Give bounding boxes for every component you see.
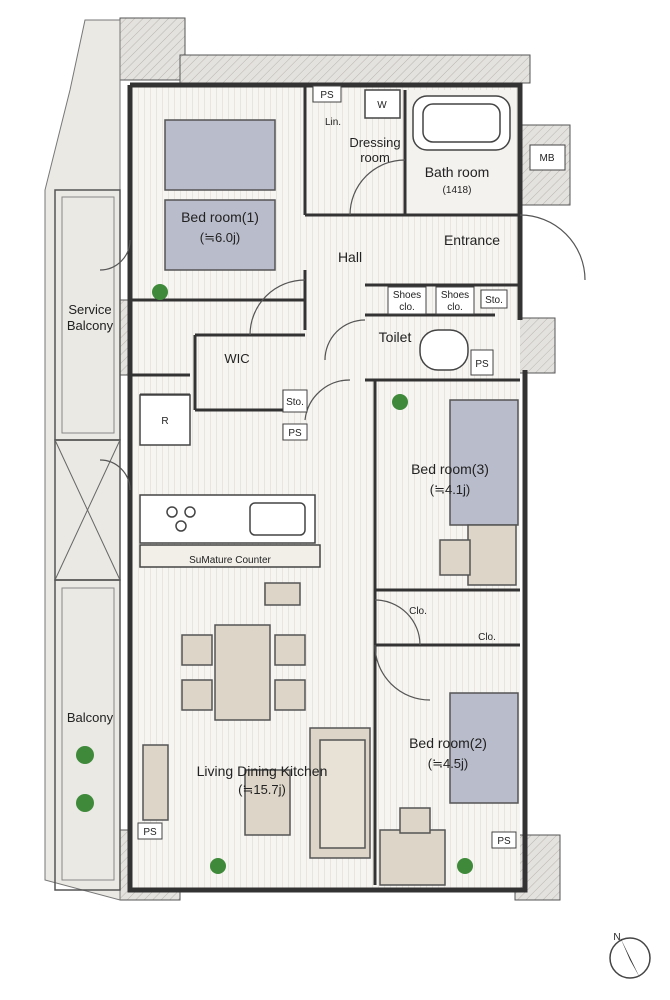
stove-burner (166, 506, 178, 518)
dining-table (214, 624, 271, 721)
entrance-label: Entrance (444, 232, 500, 248)
shoes-clo-1-line1: Shoes (393, 290, 421, 301)
bed (449, 399, 519, 526)
compass (609, 937, 651, 979)
service-balcony-line1: Service (68, 302, 111, 317)
bedroom2-name: Bed room(2) (409, 735, 487, 751)
ps-label: PS (320, 90, 334, 101)
coffee-table (244, 769, 291, 836)
bedroom3-name: Bed room(3) (411, 461, 489, 477)
desk (467, 524, 517, 586)
linen-label: Lin. (325, 117, 341, 128)
washer-label: W (377, 100, 387, 111)
dining-chair (181, 679, 213, 711)
plant-icon (76, 794, 94, 812)
toilet-bowl (419, 329, 469, 371)
wic-label: WIC (224, 351, 249, 366)
plant-icon (210, 858, 226, 874)
bedroom1-size: (≒6.0j) (200, 230, 241, 245)
plant-icon (152, 284, 168, 300)
balcony-label: Balcony (67, 710, 114, 725)
closet-label-2: Clo. (478, 632, 496, 643)
sink (249, 502, 306, 536)
fridge (139, 394, 191, 446)
desk-chair (399, 807, 431, 834)
dressing-line1: Dressing (349, 135, 400, 150)
fridge-label: R (161, 416, 168, 427)
compass-north-label: N (613, 932, 620, 943)
toilet-label: Toilet (379, 329, 412, 345)
plant-icon (457, 858, 473, 874)
bathroom-name: Bath room (425, 164, 490, 180)
door-swings (99, 159, 586, 701)
bed (449, 692, 519, 804)
bed (164, 199, 276, 271)
shoes-clo-1-line2: clo. (399, 302, 415, 313)
plant-icon (392, 394, 408, 410)
dining-chair (181, 634, 213, 666)
tv-unit (142, 744, 169, 821)
bathroom-size: (1418) (443, 185, 472, 196)
stove-burner (175, 520, 187, 532)
dining-chair (274, 679, 306, 711)
storage-label-entrance: Sto. (485, 295, 503, 306)
desk-chair (439, 539, 471, 576)
ps-label-hall: PS (288, 428, 302, 439)
fixture-labels: PS W Lin. MB Shoes clo. Shoes clo. Sto. … (137, 85, 621, 943)
dining-chair (274, 634, 306, 666)
bathroom-fixtures (139, 89, 511, 568)
stool (264, 582, 301, 606)
bedroom1-name: Bed room(1) (181, 209, 259, 225)
room-labels: Bed room(1) (≒6.0j) Bed room(3) (≒4.1j) … (67, 135, 500, 797)
dressing-line2: room (360, 150, 390, 165)
counter-shelf (139, 544, 321, 568)
washer (364, 89, 401, 119)
bedroom2-size: (≒4.5j) (428, 756, 469, 771)
closet-label-1: Clo. (409, 606, 427, 617)
interior-walls (130, 85, 520, 885)
hall-label: Hall (338, 249, 362, 265)
bed (164, 119, 276, 191)
service-balcony-line2: Balcony (67, 318, 114, 333)
shoes-clo-2-line2: clo. (447, 302, 463, 313)
ldk-name: Living Dining Kitchen (197, 763, 328, 779)
ps-label-toilet: PS (475, 359, 489, 370)
plants (76, 284, 473, 874)
ps-label-ldk: PS (143, 827, 157, 838)
bedroom3-size: (≒4.1j) (430, 482, 471, 497)
ldk-size: (≒15.7j) (238, 782, 286, 797)
storage-label-hall: Sto. (286, 397, 304, 408)
furniture (142, 119, 519, 886)
stove-burner (184, 506, 196, 518)
desk (379, 829, 446, 886)
counter-label: SuMature Counter (189, 555, 271, 566)
shoes-clo-2-line1: Shoes (441, 290, 469, 301)
balconies (44, 19, 121, 901)
mb-label: MB (540, 153, 555, 164)
plant-icon (76, 746, 94, 764)
ps-label-bedroom2: PS (497, 836, 511, 847)
